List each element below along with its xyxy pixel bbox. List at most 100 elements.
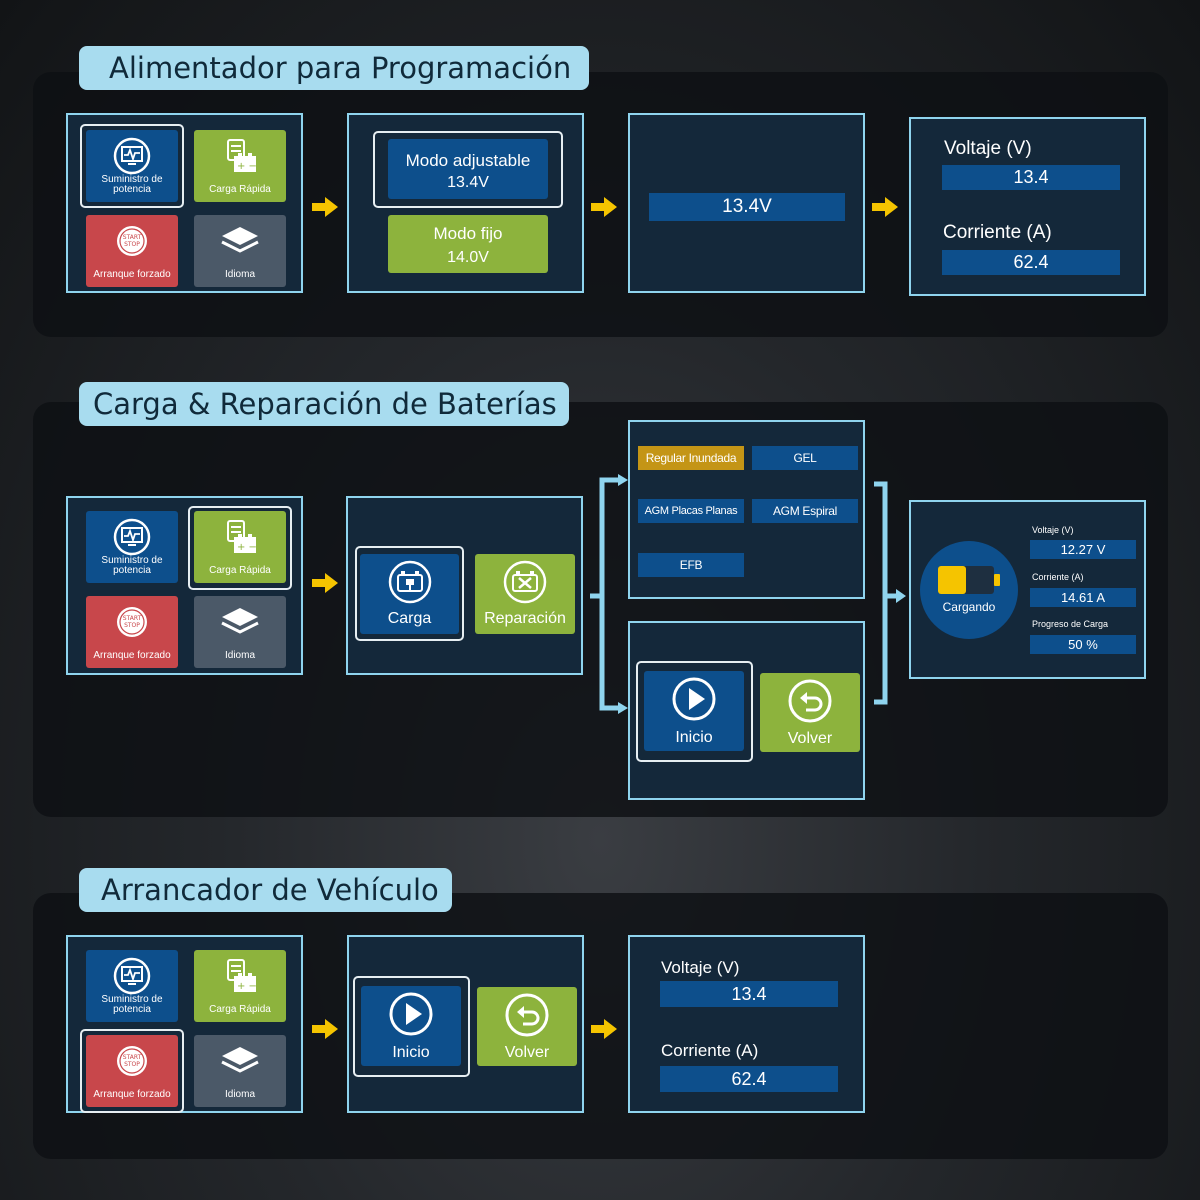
start-stop-text-top: START [123, 615, 142, 622]
main-menu-screen: Suministro de potencia + − Carga Rápida … [66, 496, 303, 675]
monitor-pulse-icon [113, 518, 151, 556]
fast-charge-label: Carga Rápida [209, 1004, 271, 1015]
mode-screen: Modo adjustable 13.4V Modo fijo 14.0V [347, 113, 584, 293]
layers-icon [221, 227, 259, 253]
repair-label: Reparación [484, 610, 566, 627]
adjustable-mode-label: Modo adjustable [405, 151, 531, 170]
current-label: Corriente (A) [661, 1041, 759, 1060]
charging-voltage-label: Voltaje (V) [1032, 525, 1074, 535]
selection-frame [80, 124, 184, 208]
battery-plug-icon [388, 560, 431, 604]
battery-clip-icon: + − [227, 520, 257, 553]
svg-text:+ −: + − [237, 981, 257, 992]
charge-repair-screen: Carga Reparación [346, 496, 583, 675]
start-button[interactable]: Inicio [644, 671, 744, 751]
charge-label: Carga [387, 610, 432, 627]
language-tile[interactable]: Idioma [194, 215, 286, 287]
start-stop-text-top: START [123, 1054, 142, 1061]
battery-type-gel[interactable]: GEL [752, 446, 858, 470]
fast-charge-tile[interactable]: + − Carga Rápida [194, 950, 286, 1022]
set-voltage-screen: 13.4V [628, 113, 865, 293]
voltage-value: 13.4 [942, 165, 1120, 190]
repair-button[interactable]: Reparación [475, 554, 575, 634]
language-tile[interactable]: Idioma [194, 596, 286, 668]
svg-text:+ −: + − [237, 542, 257, 553]
fixed-mode-label: Modo fijo [433, 224, 503, 243]
readout-screen: Voltaje (V) 13.4 Corriente (A) 62.4 [628, 935, 865, 1113]
section-title-charge-repair: Carga & Reparación de Baterías [79, 382, 569, 426]
start-button[interactable]: Inicio [361, 986, 461, 1066]
start-label: Inicio [675, 729, 713, 746]
charge-button[interactable]: Carga [360, 554, 459, 634]
selection-frame [636, 661, 753, 762]
return-icon [505, 993, 549, 1037]
forced-start-label: Arranque forzado [93, 269, 171, 280]
back-label: Volver [787, 730, 833, 747]
charging-progress-label: Progreso de Carga [1032, 619, 1109, 629]
main-menu-screen: Suministro de potencia + − Carga Rápida … [66, 935, 303, 1113]
charging-current-value: 14.61 A [1030, 588, 1136, 607]
charging-voltage-value: 12.27 V [1030, 540, 1136, 559]
return-icon [788, 679, 832, 723]
adjustable-mode-value: 13.4V [447, 174, 489, 191]
power-supply-tile[interactable]: Suministro de potencia [86, 511, 178, 583]
battery-type-efb[interactable]: EFB [638, 553, 744, 577]
play-icon [389, 992, 433, 1036]
layers-icon [221, 608, 259, 634]
fast-charge-tile[interactable]: + − Carga Rápida [194, 130, 286, 202]
fixed-mode-button[interactable]: Modo fijo 14.0V [388, 215, 548, 273]
charging-status-screen: Cargando Voltaje (V) 12.27 V Corriente (… [909, 500, 1146, 679]
battery-type-regular[interactable]: Regular Inundada [638, 446, 744, 470]
selection-frame [80, 1029, 184, 1113]
forced-start-label: Arranque forzado [93, 650, 171, 661]
start-stop-text-bottom: STOP [124, 622, 140, 629]
battery-clip-icon: + − [227, 139, 257, 172]
selection-frame [353, 976, 470, 1077]
current-value: 62.4 [942, 250, 1120, 275]
battery-clip-icon: + − [227, 959, 257, 992]
charging-status-label: Cargando [942, 600, 996, 614]
start-stop-text-bottom: STOP [124, 1061, 140, 1068]
start-back-screen: Inicio Volver [628, 621, 865, 800]
start-stop-text-top: START [123, 234, 142, 241]
language-tile[interactable]: Idioma [194, 1035, 286, 1107]
readout-screen: Voltaje (V) 13.4 Corriente (A) 62.4 [909, 117, 1146, 296]
back-button[interactable]: Volver [760, 673, 860, 752]
voltage-label: Voltaje (V) [661, 958, 740, 977]
language-label: Idioma [224, 1089, 255, 1100]
start-back-screen: Inicio Volver [347, 935, 584, 1113]
set-voltage-value[interactable]: 13.4V [649, 193, 845, 221]
section-title-power-supply: Alimentador para Programación [79, 46, 589, 90]
battery-repair-icon [503, 560, 547, 604]
battery-level-icon [938, 566, 1000, 594]
adjustable-mode-button[interactable]: Modo adjustable 13.4V [388, 139, 548, 199]
svg-text:+ −: + − [237, 161, 257, 172]
monitor-pulse-icon [113, 957, 151, 995]
power-supply-tile[interactable]: Suministro de potencia [86, 950, 178, 1022]
language-label: Idioma [224, 650, 255, 661]
back-label: Volver [504, 1044, 550, 1061]
battery-type-agm-spiral[interactable]: AGM Espiral [752, 499, 858, 523]
selection-frame [355, 546, 464, 641]
voltage-value: 13.4 [660, 981, 838, 1007]
power-supply-tile[interactable]: Suministro de potencia [86, 130, 178, 202]
charging-current-label: Corriente (A) [1032, 572, 1084, 582]
fixed-mode-value: 14.0V [447, 249, 489, 266]
power-supply-label: Suministro de potencia [101, 994, 163, 1015]
battery-type-agm-flat[interactable]: AGM Placas Planas [638, 499, 744, 523]
fast-charge-tile[interactable]: + − Carga Rápida [194, 511, 286, 583]
play-icon [672, 677, 716, 721]
back-button[interactable]: Volver [477, 987, 577, 1066]
start-stop-text-bottom: STOP [124, 241, 140, 248]
current-label: Corriente (A) [943, 222, 1052, 243]
current-value: 62.4 [660, 1066, 838, 1092]
charging-circle: Cargando [920, 541, 1018, 639]
branch-bracket-left [590, 474, 628, 714]
layers-icon [221, 1047, 259, 1073]
